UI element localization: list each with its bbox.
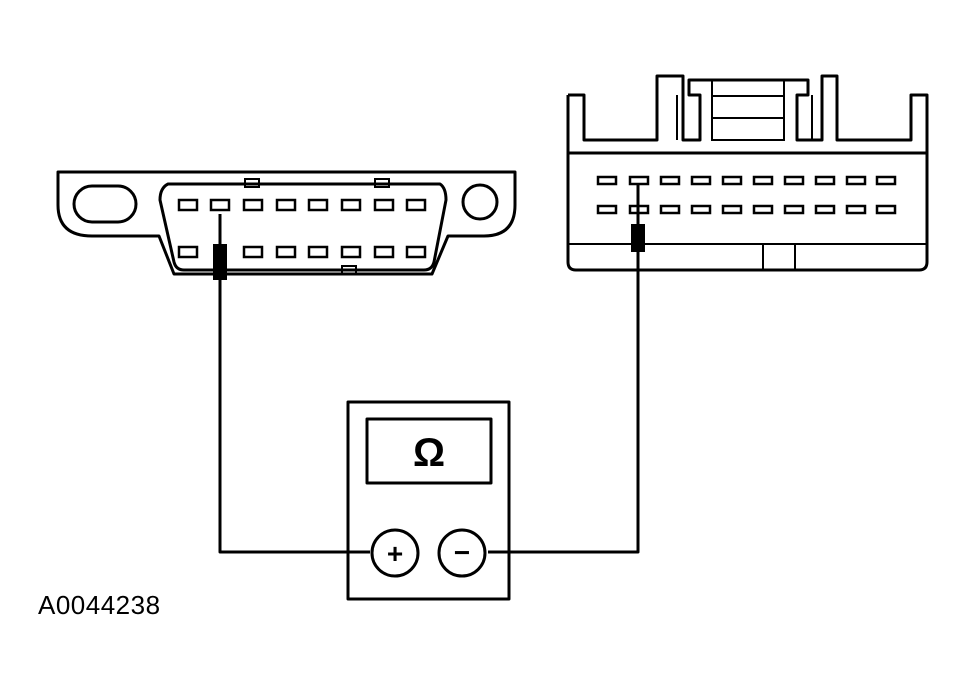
module-latch-window [711, 79, 785, 141]
dlc-pin-row-top [177, 198, 427, 212]
dlc-probe [213, 244, 227, 280]
figure-id: A0044238 [38, 590, 161, 620]
ohm-symbol: Ω [413, 431, 445, 475]
module-latch [568, 74, 929, 153]
negative-terminal [437, 528, 487, 578]
meter-body [346, 400, 511, 601]
positive-terminal-label: + [387, 538, 403, 569]
negative-lead [488, 252, 640, 554]
positive-terminal [370, 528, 420, 578]
positive-lead [218, 280, 370, 554]
module-pin-row-top [596, 175, 897, 186]
dlc-pin-row-bottom [177, 245, 427, 259]
module-probe [631, 224, 645, 252]
negative-terminal-label: − [454, 537, 470, 568]
dlc-key-top-left [244, 178, 260, 188]
module-body [566, 95, 929, 272]
ohmmeter: Ω + − [346, 400, 511, 601]
dlc-mount-hole [461, 183, 499, 221]
dlc-connector [56, 170, 517, 280]
dlc-key-bottom [341, 265, 357, 275]
dlc-mount-slot [72, 184, 138, 224]
module-pin-row-bottom [596, 204, 897, 215]
dlc-body [158, 182, 448, 272]
dlc-key-top-right [374, 178, 390, 188]
meter-display [365, 417, 493, 485]
module-connector [566, 74, 929, 272]
dlc-flange [56, 170, 517, 276]
